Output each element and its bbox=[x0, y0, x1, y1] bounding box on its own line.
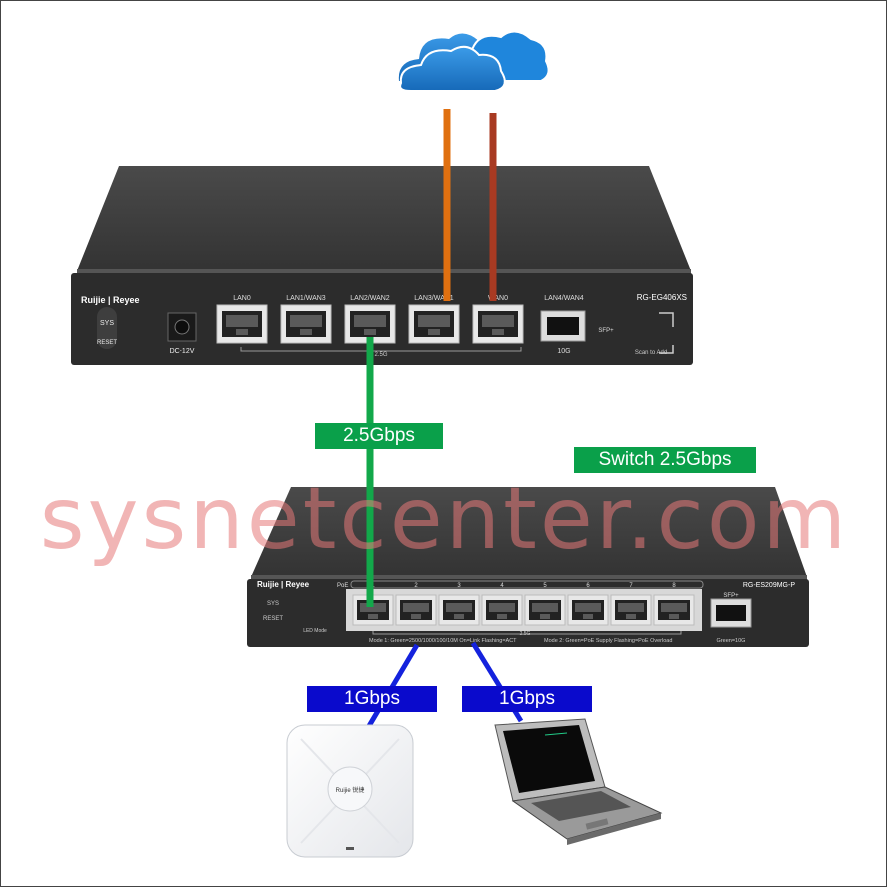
laptop-speed-label: 1Gbps bbox=[462, 686, 592, 712]
switch-port-6 bbox=[567, 594, 609, 626]
router-port-lan1 bbox=[280, 304, 332, 344]
switch-sys-label: SYS bbox=[267, 601, 279, 607]
router-port-label: LAN2/WAN2 bbox=[350, 295, 390, 302]
switch-poe-label: PoE bbox=[337, 583, 348, 589]
ap-speed-label: 1Gbps bbox=[307, 686, 437, 712]
router-brand: Ruijie | Reyee bbox=[81, 295, 140, 305]
switch-port-number: 4 bbox=[500, 583, 504, 589]
router-sfp-plus: SFP+ bbox=[598, 328, 614, 334]
switch-sfp-note: Green=10G bbox=[717, 638, 746, 644]
switch-device bbox=[247, 487, 809, 647]
switch-port-number: 5 bbox=[543, 583, 547, 589]
switch-speed-bracket: 2.5G bbox=[520, 631, 531, 637]
switch-port-4 bbox=[481, 594, 523, 626]
router-speed-bracket: 2.5G bbox=[374, 352, 387, 358]
router-port-label: LAN0 bbox=[233, 295, 251, 302]
switch-model: RG-ES209MG-P bbox=[743, 582, 795, 589]
laptop-device bbox=[494, 718, 663, 845]
switch-port-5 bbox=[524, 594, 566, 626]
internet-cloud-icon bbox=[398, 30, 550, 92]
switch-port-number: 7 bbox=[629, 583, 633, 589]
router-model: RG-EG406XS bbox=[637, 293, 687, 302]
ap-brand: Ruijie 锐捷 bbox=[336, 786, 365, 794]
router-sfp-label: LAN4/WAN4 bbox=[544, 295, 584, 302]
router-port-label: WAN0 bbox=[488, 295, 508, 302]
switch-port-3 bbox=[438, 594, 480, 626]
switch-mode2-text: Mode 2: Green=PoE Supply Flashing=PoE Ov… bbox=[544, 638, 672, 644]
switch-port-number: 8 bbox=[672, 583, 676, 589]
switch-port-number: 6 bbox=[586, 583, 590, 589]
uplink-speed-label: 2.5Gbps bbox=[315, 423, 443, 449]
router-port-lan3 bbox=[408, 304, 460, 344]
switch-brand: Ruijie | Reyee bbox=[257, 580, 310, 589]
router-port-lan0 bbox=[216, 304, 268, 344]
router-sys-label: SYS bbox=[100, 320, 114, 327]
switch-port-2 bbox=[395, 594, 437, 626]
router-port-wan0 bbox=[472, 304, 524, 344]
switch-reset-label: RESET bbox=[263, 616, 283, 622]
switch-port-7 bbox=[610, 594, 652, 626]
switch-mode1-text: Mode 1: Green=2500/1000/100/10M On=Link … bbox=[369, 638, 517, 644]
switch-sfp-plus: SFP+ bbox=[723, 593, 739, 599]
access-point-device bbox=[286, 724, 414, 858]
switch-speed-label: Switch 2.5Gbps bbox=[574, 447, 756, 473]
router-reset-label: RESET bbox=[97, 340, 117, 346]
router-scan-label: Scan to Add bbox=[635, 350, 667, 356]
switch-led-mode: LED Mode bbox=[303, 628, 327, 634]
router-sfp-speed: 10G bbox=[557, 348, 570, 355]
switch-port-number: 3 bbox=[457, 583, 461, 589]
router-device bbox=[71, 166, 693, 365]
router-port-label: LAN3/WAN1 bbox=[414, 295, 454, 302]
switch-port-number: 2 bbox=[414, 583, 418, 589]
router-port-label: LAN1/WAN3 bbox=[286, 295, 326, 302]
switch-port-8 bbox=[653, 594, 695, 626]
router-dc-label: DC⋅12V bbox=[170, 348, 195, 355]
